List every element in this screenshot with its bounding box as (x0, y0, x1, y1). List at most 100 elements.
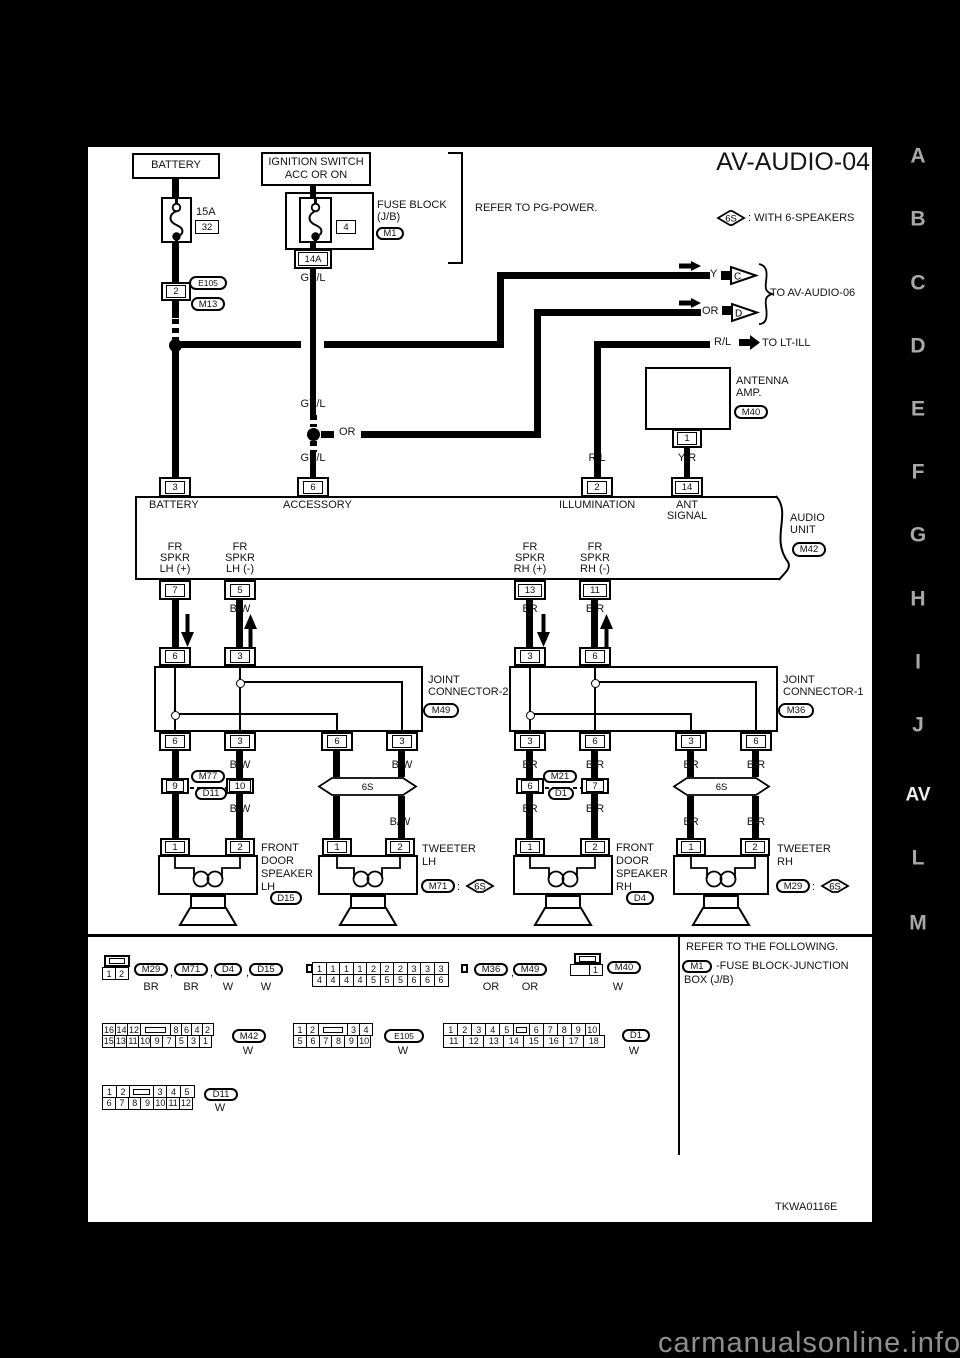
line (135, 496, 137, 580)
antenna-amp-box (645, 367, 731, 430)
legend-connector-m40-tab-bar (579, 955, 596, 962)
conn-m77-10: 10 (226, 778, 254, 794)
au-pin-3-number: 3 (165, 480, 185, 494)
jc1-label-1: JOINT (783, 674, 815, 686)
sidebar-letter-i: I (915, 650, 921, 674)
arrow-connector-c: C (730, 265, 760, 286)
refer-following: REFER TO THE FOLLOWING. (686, 941, 839, 953)
m1-note: -FUSE BLOCK-JUNCTION (716, 960, 849, 972)
legend-connector-m40-cell (570, 964, 590, 976)
comma-1: , (170, 967, 174, 979)
legend-connector-d1-cell: 15 (523, 1034, 545, 1048)
fr-spkr-lhp-2: SPKR (160, 552, 190, 564)
fuse-10a-symbol-glyph (308, 197, 323, 243)
twtr-rh-pin-1: 1 (676, 838, 706, 856)
joint-node (170, 710, 180, 720)
wire (591, 751, 598, 778)
fr-spkr-rhm-1: FR (587, 541, 603, 553)
au-illumination: ILLUMINATION (559, 499, 636, 511)
hex-6s-twtr-lh-label: 6S (362, 782, 374, 793)
speaker-base (338, 907, 398, 926)
legend-connector-d11-cell: 7 (114, 1096, 130, 1110)
spkr-lh-1: FRONT (261, 842, 299, 854)
line (88, 934, 872, 937)
joint-node (525, 710, 535, 720)
au-pin-13-number: 13 (518, 583, 542, 597)
col-w-1: W (222, 981, 234, 993)
diagram-code: TKWA0116E (775, 1201, 838, 1213)
wire (526, 751, 533, 778)
wire-dashed (310, 415, 317, 427)
sidebar-letter-h: H (910, 587, 926, 611)
conn-14a-number: 14A (298, 252, 328, 266)
sidebar-letter-j: J (912, 713, 924, 737)
au-pin-6-number: 6 (303, 480, 323, 494)
jc2-bot-6a: 6 (159, 732, 191, 751)
comma-2: , (210, 967, 214, 979)
jc2-bot-3a: 3 (224, 732, 256, 751)
au-pin-2-number: 2 (587, 480, 607, 494)
au-accessory: ACCESSORY (283, 499, 352, 511)
legend-m29: M29 (134, 963, 168, 976)
au-pin-7-number: 7 (165, 583, 185, 597)
spkr-rh-pin-1: 1 (515, 838, 545, 856)
wire (172, 243, 179, 283)
au-pin-13: 13 (514, 580, 546, 600)
watermark: carmanualsonline.info (658, 1327, 960, 1358)
front-door-speaker-lh-coil (174, 855, 241, 888)
spkr-rh-pin-1-number: 1 (520, 841, 540, 853)
jc1-bot-6b: 6 (740, 732, 772, 751)
line (755, 681, 757, 733)
line (529, 666, 531, 732)
legend-connector-joint-cell: 6 (406, 973, 422, 987)
fuse-num-4: 4 (336, 220, 356, 234)
wire-rl-1: R/L (714, 336, 732, 348)
hex-6s-m71-label: 6S (474, 882, 486, 893)
twtr-rh-1: TWEETER (777, 843, 831, 855)
ignition-box-label: ACC OR ON (284, 169, 348, 181)
legend-connector-d1-cell: 14 (503, 1034, 525, 1048)
sidebar-letter-e: E (910, 397, 926, 421)
line (135, 496, 777, 498)
col-br-2: BR (183, 981, 199, 993)
twtr-lh-colon: : (457, 881, 461, 893)
legend-connector-d1-cell: 13 (483, 1034, 505, 1048)
fr-spkr-lhp-3: LH (+) (159, 563, 191, 575)
legend-connector-m42-tab-bar (145, 1026, 166, 1033)
legend-connector-d1-cell: 17 (563, 1034, 585, 1048)
jc2-bot-6a-number: 6 (165, 735, 185, 748)
wire (684, 448, 690, 478)
battery-box-label: BATTERY (151, 159, 201, 172)
ignition-box-label: IGNITION SWITCH (268, 155, 364, 168)
spkr-lh-pin-2: 2 (225, 838, 255, 856)
sidebar-letter-m: M (909, 911, 927, 935)
twtr-lh-2: LH (422, 856, 437, 868)
line (678, 937, 680, 1155)
twtr-rh-colon: : (812, 881, 816, 893)
antenna-pin-1-number: 1 (677, 432, 697, 445)
line (174, 666, 176, 732)
conn-m42: M42 (792, 542, 826, 557)
conn-m1: M1 (376, 227, 404, 240)
conn-e105-m13-2-number: 2 (166, 285, 186, 298)
fr-spkr-rhp-2: SPKR (515, 552, 545, 564)
joint-connector-1-box (509, 666, 778, 732)
legend-connector-d1-cell: 18 (583, 1034, 605, 1048)
col-w-2: W (260, 981, 272, 993)
fr-spkr-lhm-3: LH (-) (225, 563, 255, 575)
wire (236, 794, 243, 838)
legend-connector-2pin-tab-bar (109, 958, 125, 964)
line (461, 152, 463, 264)
wire (752, 751, 759, 777)
fr-spkr-lhm-1: FR (232, 541, 248, 553)
jc1-top-3-number: 3 (520, 650, 540, 663)
fr-spkr-lhm-2: SPKR (225, 552, 255, 564)
up-arrow-icon (600, 614, 613, 647)
au-pin-5: 5 (224, 580, 256, 600)
m1-note-2: BOX (J/B) (684, 974, 734, 986)
wire-y-toc: Y (710, 268, 718, 280)
